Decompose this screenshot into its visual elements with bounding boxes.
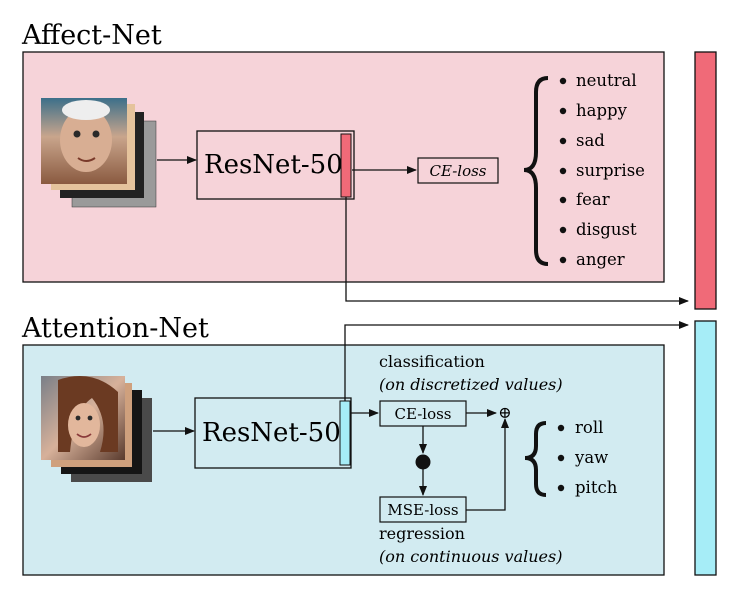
bullet-icon <box>557 424 565 432</box>
pose-item: pitch <box>575 478 618 497</box>
affect-class-list: neutral happy sad surprise fear disgust … <box>559 71 645 269</box>
class-item: sad <box>576 131 605 150</box>
class-item: neutral <box>576 71 637 90</box>
mse-to-sum-arrow <box>466 418 509 511</box>
bullet-icon <box>559 226 567 234</box>
pose-item: roll <box>575 418 603 437</box>
class-item: disgust <box>576 220 637 239</box>
concat-affect-segment <box>694 51 717 310</box>
regression-title: regression <box>379 524 465 543</box>
attention-feature-bar <box>339 400 351 466</box>
bullet-icon <box>559 77 567 85</box>
sum-operator-icon: ⊕ <box>498 403 511 422</box>
class-item: fear <box>576 190 610 209</box>
bullet-icon <box>559 167 567 175</box>
attention-output-list: roll yaw pitch <box>557 418 618 497</box>
classification-subtitle: (on discretized values) <box>379 375 563 394</box>
affect-backbone-label: ResNet-50 <box>204 150 343 180</box>
bullet-icon <box>559 256 567 264</box>
class-item: anger <box>576 250 625 269</box>
affect-curly-brace <box>523 76 549 266</box>
concat-attention-segment <box>694 320 717 576</box>
affect-input-images <box>41 98 157 208</box>
bullet-icon <box>559 137 567 145</box>
attention-feature-out-arrow <box>344 321 689 401</box>
affect-ce-loss-box <box>417 157 499 184</box>
bullet-icon <box>559 196 567 204</box>
attention-backbone-label: ResNet-50 <box>202 418 341 448</box>
mse-loss-label: MSE-loss <box>387 501 458 519</box>
affect-net-title: Affect-Net <box>21 20 162 51</box>
attention-curly-brace <box>524 421 547 497</box>
bullet-icon <box>559 107 567 115</box>
attention-backbone-box <box>194 397 352 469</box>
regression-subtitle: (on continuous values) <box>379 547 562 566</box>
pose-item: yaw <box>574 448 608 467</box>
affect-feature-bar <box>340 133 352 198</box>
class-item: surprise <box>576 161 645 180</box>
softmax-node-icon <box>415 454 431 470</box>
attention-input-images <box>41 376 152 482</box>
bullet-icon <box>557 484 565 492</box>
classification-title: classification <box>379 352 485 371</box>
attention-net-title: Attention-Net <box>21 313 209 344</box>
affect-feature-out-arrow <box>345 197 689 305</box>
affect-ce-loss-label: CE-loss <box>430 162 487 180</box>
attention-ce-loss-label: CE-loss <box>395 405 452 423</box>
affect-backbone-box <box>196 130 355 200</box>
bullet-icon <box>557 454 565 462</box>
class-item: happy <box>576 101 628 120</box>
